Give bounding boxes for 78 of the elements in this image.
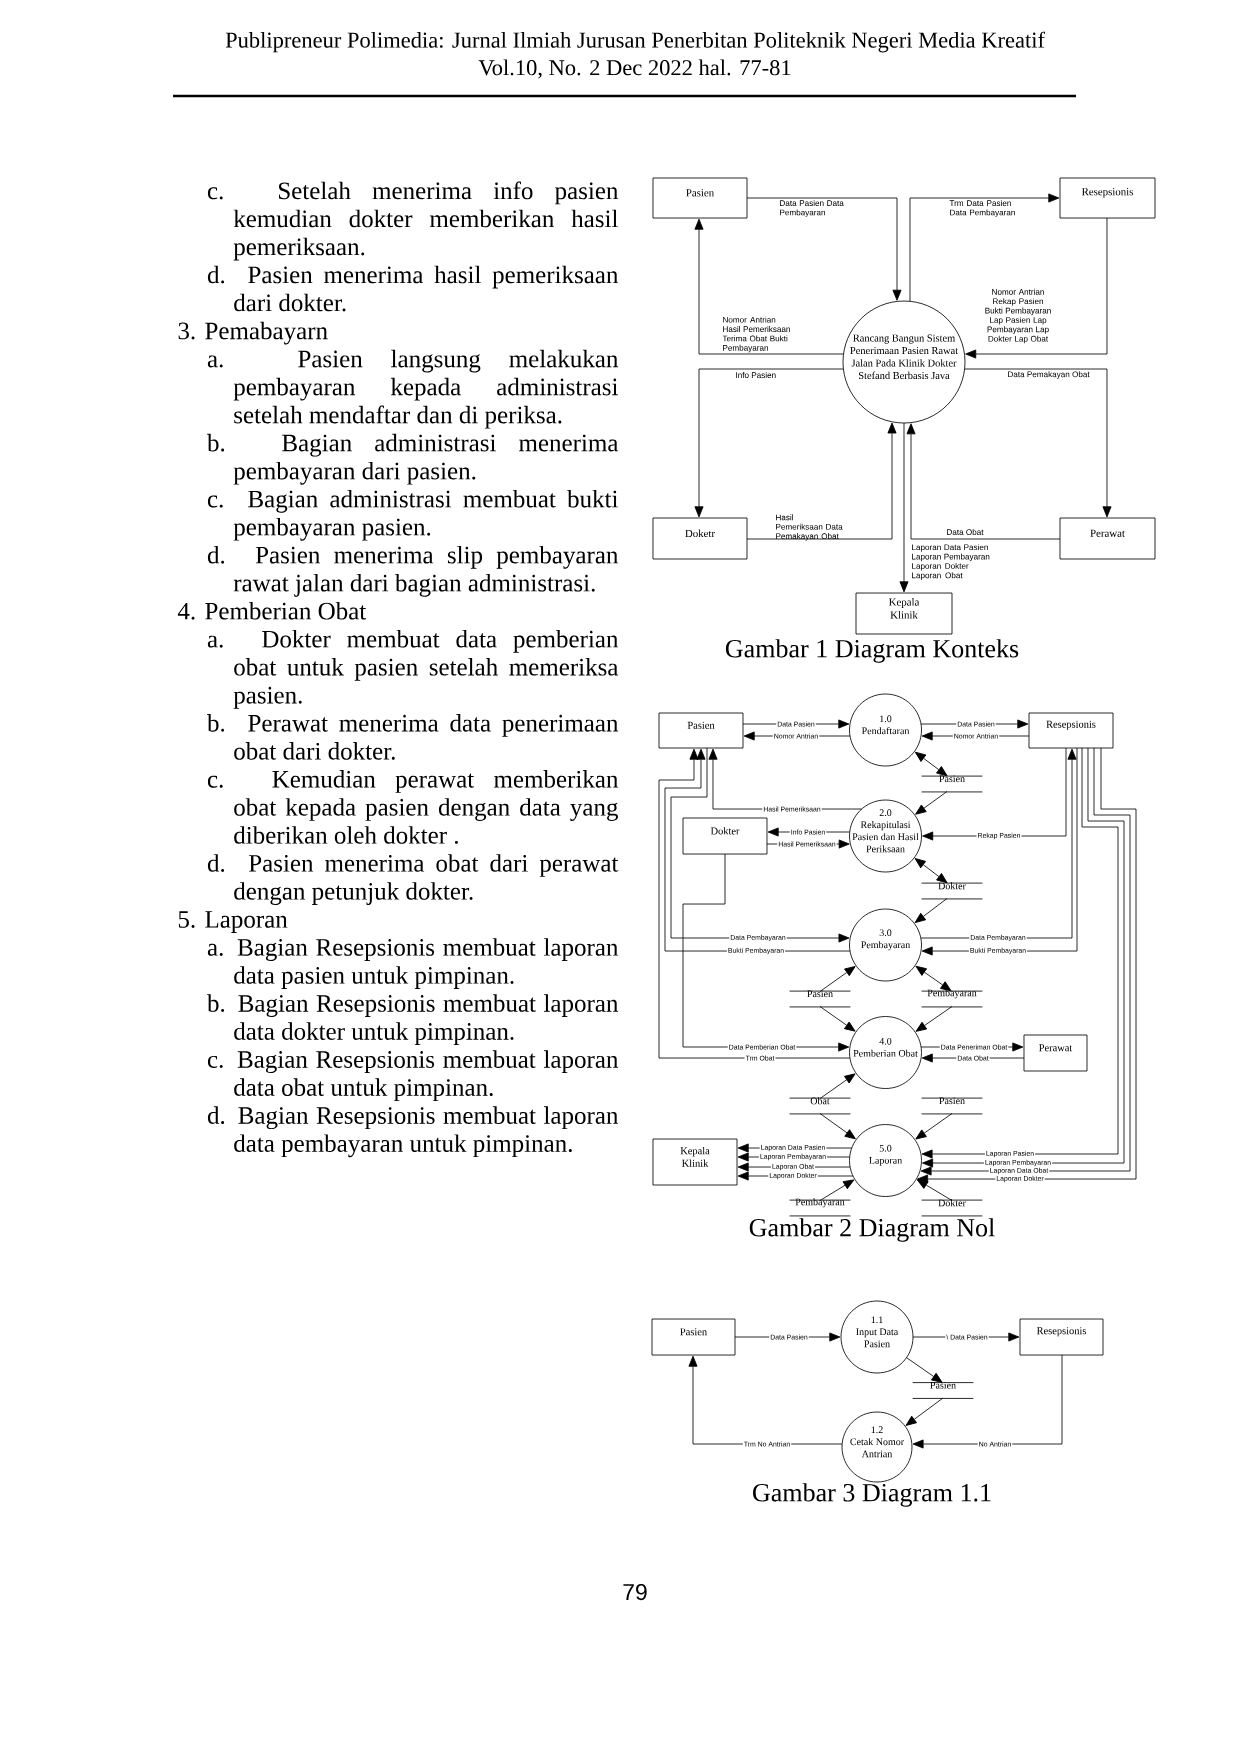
data-flow-arrow bbox=[965, 217, 1108, 359]
entity-box: Kepala Klinik bbox=[855, 592, 953, 635]
list-item: 3. Pemabayarn bbox=[178, 321, 328, 345]
list-item: d. Pasien menerima hasil pemeriksaan dari dokter. bbox=[207, 265, 619, 312]
list-item: c. Kemudian perawat memberikan obat kepada pasien dengan data yang diberikan oleh dokter . bbox=[207, 770, 619, 844]
data-store: Obat bbox=[789, 1097, 851, 1115]
entity-box: Pasien bbox=[652, 177, 748, 219]
entity-box: Doketr bbox=[652, 517, 748, 560]
entity-box: Perawat bbox=[1059, 517, 1156, 560]
data-flow-arrow bbox=[964, 368, 1112, 518]
data-flow-arrow bbox=[906, 1357, 943, 1383]
flow-label: Hasil Pemeriksaan Data Pemakayan Obat bbox=[776, 514, 843, 541]
list-item: d. Bagian Resepsionis membuat laporan data pembayaran untuk pimpinan. bbox=[207, 1106, 619, 1158]
running-header: Publipreneur Polimedia: Jurnal Ilmiah Jurusan Penerbitan Politeknik Negeri Media Kreatif bbox=[225, 31, 1045, 53]
data-flow-arrow bbox=[694, 218, 844, 355]
data-flow-arrow bbox=[819, 1113, 856, 1140]
data-store: Pasien bbox=[912, 1381, 974, 1399]
data-flow-arrow bbox=[909, 193, 1060, 302]
list-item: a. Bagian Resepsionis membuat laporan data pasien untuk pimpinan. bbox=[207, 938, 619, 989]
list-item: b. Bagian administrasi menerima pembayaran dari pasien. bbox=[207, 433, 619, 485]
data-store: Pasien bbox=[789, 990, 851, 1008]
list-item: 4. Pemberian Obat bbox=[177, 602, 367, 620]
data-flow-arrow bbox=[914, 898, 948, 924]
flow-label: Data Pemakayan Obat bbox=[1008, 371, 1090, 379]
data-store: Dokter bbox=[921, 882, 983, 900]
data-store: Pembayaran bbox=[921, 989, 983, 1008]
list-item: c. Bagian Resepsionis membuat laporan data obat untuk pimpinan. bbox=[207, 1050, 619, 1101]
figure-caption: Gambar 2 Diagram Nol bbox=[749, 1218, 995, 1242]
page-number: 79 bbox=[623, 1583, 647, 1601]
data-flow-arrow bbox=[914, 858, 948, 884]
list-item: c. Setelah menerima info pasien kemudian dokter memberikan hasil pemeriksaan. bbox=[207, 181, 619, 261]
data-flow-arrow bbox=[819, 1073, 856, 1099]
data-store: Dokter bbox=[921, 1199, 983, 1217]
list-item: d. Pasien menerima obat dari perawat dengan petunjuk dokter. bbox=[207, 854, 619, 905]
data-flow-arrow bbox=[912, 1354, 1063, 1449]
data-flow-arrow bbox=[906, 423, 1061, 540]
list-item: a. Pasien langsung melakukan pembayaran kepada administrasi setelah mendaftar dan di periksa. bbox=[207, 349, 619, 429]
flow-label: Data Pasien Data Pembayaran bbox=[780, 200, 844, 217]
flow-label: Info Pasien bbox=[736, 372, 776, 378]
data-flow-arrow bbox=[819, 1179, 855, 1201]
running-header: Vol.10, No. 2 Dec 2022 hal. 77-81 bbox=[478, 59, 791, 79]
data-flow-arrow bbox=[746, 197, 902, 301]
list-item: d. Pasien menerima slip pembayaran rawat jalan dari bagian administrasi. bbox=[207, 545, 619, 597]
entity-box: Resepsionis bbox=[1019, 1318, 1104, 1356]
flow-label: Laporan Data Pasien Laporan Pembayaran Laporan Dokter Laporan Obat bbox=[912, 544, 990, 580]
list-item: b. Perawat menerima data penerimaan obat dari dokter. bbox=[207, 714, 619, 760]
data-store: Pasien bbox=[921, 1097, 983, 1115]
list-item: b. Bagian Resepsionis membuat laporan data dokter untuk pimpinan. bbox=[207, 994, 619, 1045]
data-flow-arrow bbox=[819, 1006, 856, 1032]
entity-box: Kepala Klinik bbox=[652, 1138, 738, 1186]
entity-box: Perawat bbox=[1023, 1034, 1088, 1072]
entity-box: Resepsionis bbox=[1059, 177, 1156, 219]
flow-label: Nomor Antrian Rekap Pasien Bukti Pembayaran Lap Pasien Lap Pembayaran Lap Dokter Lap Obat bbox=[985, 288, 1051, 344]
entity-box: Resepsionis bbox=[1028, 712, 1114, 749]
data-flow-arrow bbox=[915, 791, 948, 815]
data-flow-arrow bbox=[914, 751, 948, 777]
list-item: c. Bagian administrasi membuat bukti pembayaran pasien. bbox=[207, 489, 618, 541]
flow-label: Nomor Antrian Hasil Pemeriksaan Terima Obat Bukti Pembayaran bbox=[722, 316, 790, 353]
figure-caption: Gambar 1 Diagram Konteks bbox=[725, 639, 1019, 663]
data-flow-arrow bbox=[916, 1179, 953, 1201]
list-item: 5. Laporan bbox=[178, 911, 288, 933]
entity-box: Dokter bbox=[682, 817, 768, 855]
data-flow-arrow bbox=[915, 1006, 953, 1032]
data-flow-arrow bbox=[819, 966, 856, 992]
data-flow-arrow bbox=[746, 422, 897, 540]
data-flow-arrow bbox=[905, 1397, 944, 1426]
flow-label: Data Obat bbox=[947, 529, 984, 535]
data-flow-arrow bbox=[899, 422, 909, 593]
data-store: Pembayaran bbox=[789, 1198, 851, 1217]
list-item: a. Dokter membuat data pemberian obat untuk pasien setelah memeriksa pasien. bbox=[207, 630, 619, 709]
data-flow-arrow bbox=[658, 748, 851, 1059]
data-flow-arrow bbox=[694, 368, 844, 518]
data-store: Pasien bbox=[921, 775, 983, 793]
flow-label: Trm Data Pasien Data Pembayaran bbox=[949, 200, 1015, 217]
data-flow-arrow bbox=[915, 965, 952, 992]
data-flow-arrow bbox=[915, 1113, 953, 1140]
entity-box: Pasien bbox=[651, 1318, 736, 1356]
entity-box: Pasien bbox=[658, 712, 744, 749]
